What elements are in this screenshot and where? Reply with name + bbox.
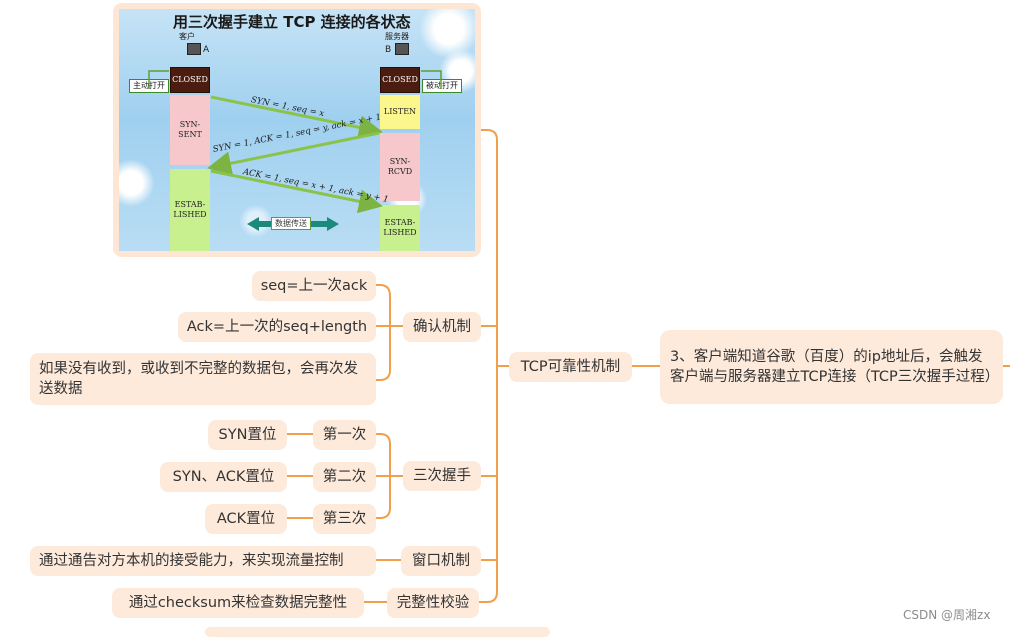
main-topic-tcp-reliability[interactable]: TCP可靠性机制 [509, 352, 632, 382]
step-third[interactable]: 第三次 [313, 504, 376, 534]
step-first[interactable]: 第一次 [313, 420, 376, 450]
client-state-closed: CLOSED [170, 67, 210, 93]
next-node-partial [205, 627, 550, 637]
detail-ack-set[interactable]: ACK置位 [205, 504, 287, 534]
syn-arrow [210, 95, 383, 140]
passive-open-label: 被动打开 [422, 79, 462, 93]
server-computer-icon [395, 43, 409, 55]
detail-syn-ack-set[interactable]: SYN、ACK置位 [160, 462, 287, 492]
server-state-listen: LISTEN [380, 95, 420, 129]
ack-arrow [210, 169, 383, 214]
branch-window[interactable]: 窗口机制 [401, 546, 481, 576]
client-computer-icon [187, 43, 201, 55]
leaf-ack[interactable]: Ack=上一次的seq+length [178, 312, 376, 342]
server-letter: B [385, 45, 392, 55]
data-transfer-label: 数据传送 [271, 217, 311, 230]
server-label: 服务器 [385, 32, 409, 41]
leaf-checksum[interactable]: 通过checksum来检查数据完整性 [112, 588, 364, 618]
tcp-handshake-image: 用三次握手建立 TCP 连接的各状态 客户 A 服务器 B 主动打开 被动打开 … [113, 3, 481, 257]
branch-confirm[interactable]: 确认机制 [403, 312, 481, 342]
step-second[interactable]: 第二次 [313, 462, 376, 492]
leaf-resend[interactable]: 如果没有收到，或收到不完整的数据包，会再次发送数据 [30, 353, 376, 405]
client-label: 客户 [179, 32, 195, 41]
syn-ack-arrow [207, 131, 380, 176]
leaf-seq[interactable]: seq=上一次ack [252, 271, 376, 301]
server-state-established: ESTAB- LISHED [380, 205, 420, 251]
leaf-flow-control[interactable]: 通过通告对方本机的接受能力，来实现流量控制 [30, 546, 376, 576]
handshake-diagram: 用三次握手建立 TCP 连接的各状态 客户 A 服务器 B 主动打开 被动打开 … [119, 9, 475, 251]
branch-integrity[interactable]: 完整性校验 [387, 588, 479, 618]
client-state-established: ESTAB- LISHED [170, 169, 210, 251]
server-state-closed: CLOSED [380, 67, 420, 93]
detail-syn-set[interactable]: SYN置位 [208, 420, 287, 450]
client-state-syn-sent: SYN- SENT [170, 95, 210, 165]
root-node[interactable]: 3、客户端知道谷歌（百度）的ip地址后，会触发客户端与服务器建立TCP连接（TC… [660, 330, 1003, 404]
server-state-syn-rcvd: SYN- RCVD [380, 133, 420, 201]
branch-handshake[interactable]: 三次握手 [403, 461, 481, 491]
watermark: CSDN @周湘zx [903, 608, 991, 622]
client-letter: A [203, 45, 210, 55]
diagram-title: 用三次握手建立 TCP 连接的各状态 [173, 13, 411, 31]
